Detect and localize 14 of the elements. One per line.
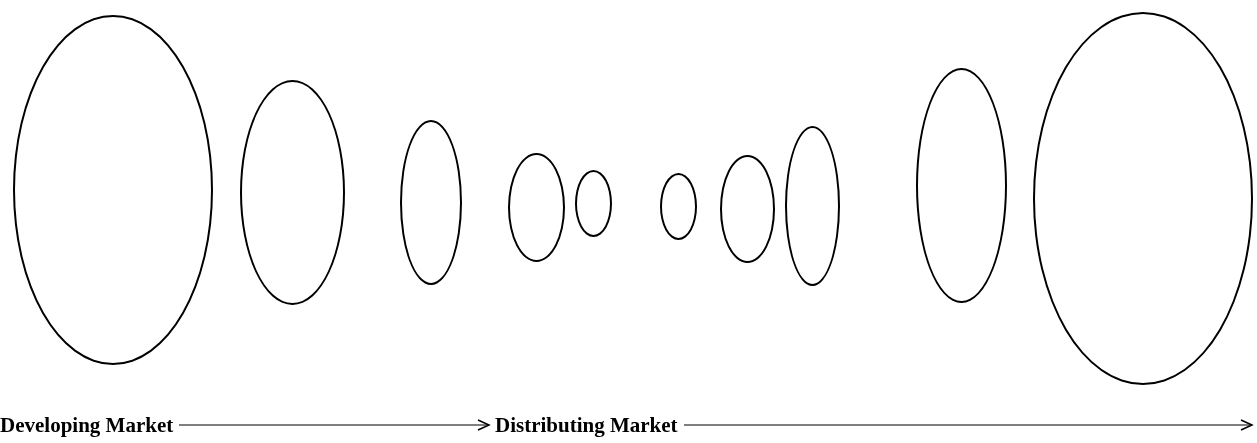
ellipse	[508, 153, 565, 262]
ellipse	[575, 170, 612, 237]
market-label: Distributing Market	[495, 412, 678, 438]
market-label: Developing Market	[0, 412, 174, 438]
ellipse	[785, 126, 840, 286]
arrow	[683, 419, 1253, 431]
ellipse	[13, 15, 213, 365]
ellipse	[720, 155, 775, 263]
ellipse	[916, 68, 1007, 303]
ellipse	[400, 120, 462, 285]
ellipse	[240, 80, 345, 305]
arrow	[178, 419, 490, 431]
ellipse	[1033, 12, 1253, 385]
ellipse	[660, 173, 697, 240]
